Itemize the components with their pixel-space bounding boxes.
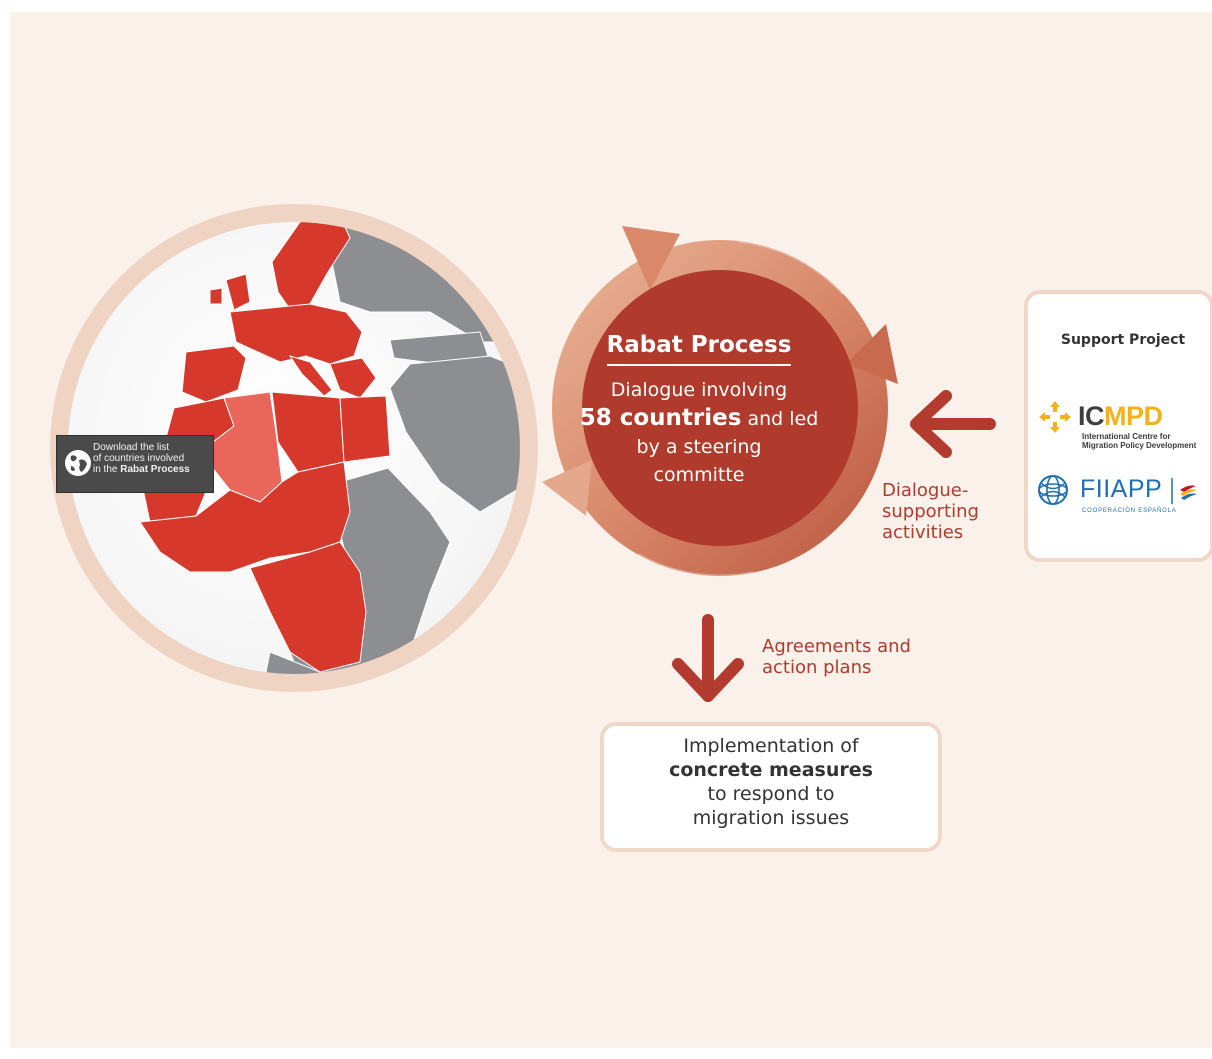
badge-line-3-bold: Rabat Process — [120, 464, 190, 475]
rabat-process-title: Rabat Process — [606, 332, 792, 366]
diagram-graphics — [50, 204, 996, 702]
cooperacion-espanola-icon — [1171, 478, 1197, 504]
support-project-box: Support Project ICMPD International Cent… — [1024, 290, 1212, 562]
dialogue-supporting-line-3: activities — [882, 522, 964, 543]
icmpd-sub-line-1: International Centre for — [1082, 432, 1171, 441]
dialogue-supporting-line-1: Dialogue- — [882, 480, 969, 501]
icmpd-wordmark: ICMPD — [1038, 402, 1163, 430]
agreements-line-1: Agreements and — [762, 636, 911, 657]
center-line-4: committe — [653, 464, 745, 486]
globe-icon — [65, 450, 91, 476]
agreements-label: Agreements and action plans — [762, 636, 911, 678]
diagram-canvas: Download the list of countries involved … — [10, 12, 1212, 1048]
badge-line-3-prefix: in the — [93, 464, 118, 475]
implementation-line-1: Implementation of — [683, 735, 859, 757]
download-badge-text: Download the list of countries involved … — [93, 442, 211, 475]
fiiapp-subtitle: COOPERACIÓN ESPAÑOLA — [1082, 508, 1177, 514]
agreements-line-2: action plans — [762, 657, 872, 678]
implementation-line-3: to respond to — [707, 783, 835, 805]
icmpd-mark-mpd: MPD — [1104, 401, 1163, 431]
support-project-title: Support Project — [1060, 332, 1186, 348]
rabat-process-text: Rabat Process Dialogue involving 58 coun… — [564, 332, 834, 489]
dialogue-supporting-line-2: supporting — [882, 501, 979, 522]
center-line-2: 58 countries and led — [564, 404, 834, 433]
icmpd-mark-ic: IC — [1078, 401, 1105, 431]
center-line-1: Dialogue involving — [610, 379, 788, 401]
left-arrow-icon — [910, 390, 996, 458]
center-countries-count: 58 countries — [579, 405, 742, 431]
implementation-line-4: migration issues — [692, 807, 850, 829]
icmpd-arrows-icon — [1039, 401, 1071, 433]
download-country-list-button[interactable]: Download the list of countries involved … — [56, 435, 214, 493]
icmpd-sub-line-2: Migration Policy Development — [1082, 441, 1197, 450]
fiiapp-wordmark: FIIAPP — [1080, 475, 1163, 503]
badge-line-1: Download the list — [93, 442, 170, 453]
badge-line-2: of countries involved — [93, 453, 185, 464]
center-line-3: by a steering — [636, 436, 762, 458]
icmpd-subtitle: International Centre for Migration Polic… — [1082, 432, 1212, 450]
implementation-line-2: concrete measures — [669, 759, 873, 781]
implementation-box: Implementation of concrete measures to r… — [600, 722, 942, 852]
badge-line-3: in the Rabat Process — [93, 464, 211, 475]
fiiapp-globe-icon — [1038, 475, 1068, 505]
rabat-process-circle — [542, 226, 898, 578]
center-line-2-rest: and led — [747, 408, 819, 430]
dialogue-supporting-label: Dialogue- supporting activities — [882, 480, 979, 543]
down-arrow-icon — [672, 614, 744, 702]
